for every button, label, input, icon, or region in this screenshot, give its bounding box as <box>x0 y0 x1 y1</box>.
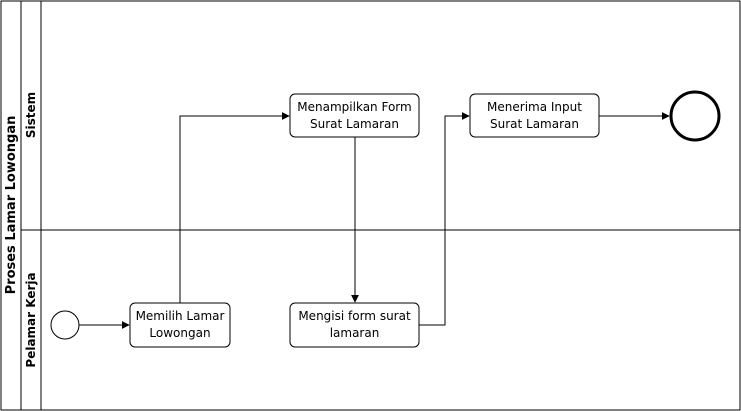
flow-mengisi-to-menerima <box>419 112 470 326</box>
activity-label-line: Mengisi form surat <box>298 309 411 323</box>
end-event <box>669 90 721 142</box>
activity-menerima-input: Menerima Input Surat Lamaran <box>469 93 600 138</box>
lane-label-sistem: Sistem <box>24 92 38 138</box>
activity-label-line: Menerima Input <box>487 100 582 114</box>
flow-memilih-to-menampilkan <box>179 112 290 303</box>
start-event <box>50 310 80 340</box>
lane-label-pelamar-kerja: Pelamar Kerja <box>24 272 38 367</box>
activity-memilih-lamar-lowongan: Memilih Lamar Lowongan <box>129 302 231 348</box>
activity-label-line: Surat Lamaran <box>490 117 579 131</box>
activity-label-line: Lowongan <box>149 326 210 340</box>
activity-label-line: Memilih Lamar <box>136 309 225 323</box>
pool-title: Proses Lamar Lowongan <box>4 116 19 295</box>
activity-menampilkan-form: Menampilkan Form Surat Lamaran <box>289 93 420 138</box>
activity-label-line: lamaran <box>330 326 380 340</box>
activity-label-line: Menampilkan Form <box>297 100 411 114</box>
activity-mengisi-form: Mengisi form surat lamaran <box>289 302 420 348</box>
activity-label-line: Surat Lamaran <box>310 117 399 131</box>
